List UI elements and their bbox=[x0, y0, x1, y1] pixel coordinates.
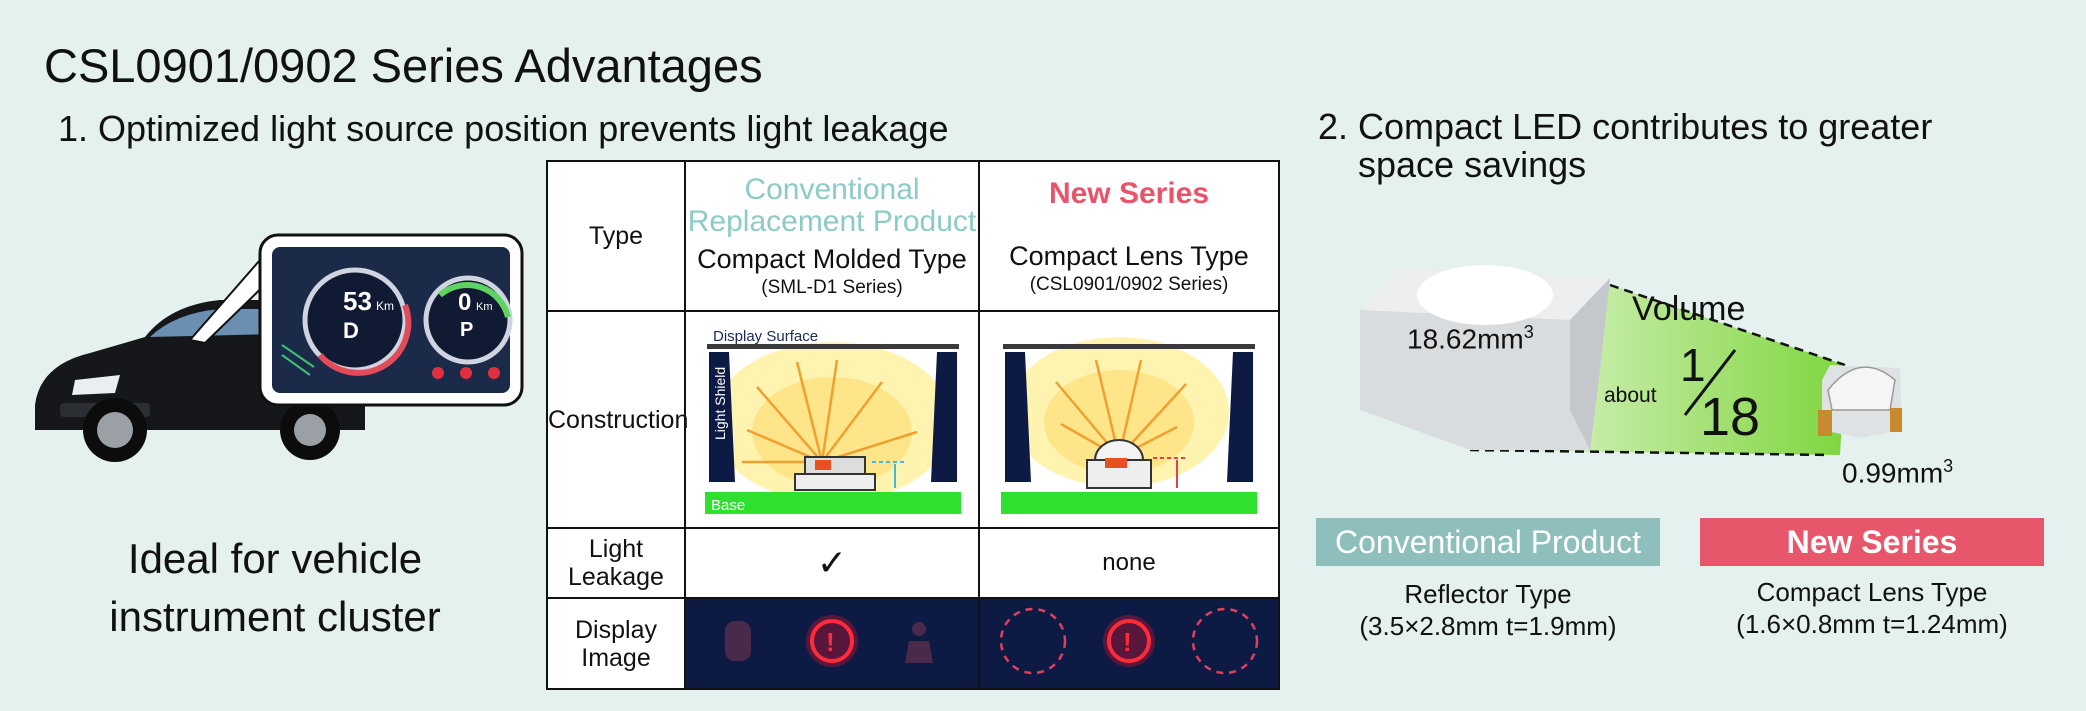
new-series-leakage: none bbox=[978, 527, 1280, 599]
conventional-construction-diagram: Display Surface Light Shield Base bbox=[705, 328, 961, 514]
section-2-line-2: space savings bbox=[1358, 144, 1587, 185]
row-label-display: Display Image bbox=[546, 597, 686, 690]
conventional-spec-dims: (3.5×2.8mm t=1.9mm) bbox=[1359, 611, 1617, 641]
comparison-table: Type Conventional Replacement Product Co… bbox=[546, 160, 1280, 690]
new-series-construction-cell bbox=[978, 310, 1280, 529]
conventional-spec-type: Reflector Type bbox=[1404, 579, 1572, 609]
page-title: CSL0901/0902 Series Advantages bbox=[44, 39, 763, 92]
ideal-caption: Ideal for vehicle instrument cluster bbox=[40, 530, 510, 646]
volume-label: Volume bbox=[1632, 290, 1746, 328]
table-row-construction: Construction Displa bbox=[546, 310, 1280, 529]
fraction-denominator: 18 bbox=[1700, 387, 1761, 447]
conventional-type: Compact Molded Type bbox=[697, 243, 967, 274]
seatbelt-icon bbox=[905, 641, 933, 663]
volume-comparison-illustration bbox=[1360, 265, 1902, 457]
row-label-construction: Construction bbox=[546, 310, 688, 529]
row-label-display-line-2: Image bbox=[581, 643, 651, 672]
conventional-type-cell: Conventional Replacement Product Compact… bbox=[684, 160, 980, 312]
table-row-display: Display Image ! ! bbox=[546, 597, 1280, 690]
cluster-speed-unit: Km bbox=[376, 299, 394, 313]
ideal-line-1: Ideal for vehicle bbox=[127, 535, 423, 582]
svg-text:!: ! bbox=[826, 627, 835, 657]
conventional-led-lens bbox=[1417, 265, 1553, 325]
conventional-spec-caption: Reflector Type (3.5×2.8mm t=1.9mm) bbox=[1316, 578, 1660, 642]
new-series-volume: 0.99mm3 bbox=[1842, 456, 1954, 489]
cluster-gear-left: D bbox=[343, 318, 359, 343]
new-series-construction-diagram bbox=[1001, 337, 1257, 514]
new-series-spec-caption: Compact Lens Type (1.6×0.8mm t=1.24mm) bbox=[1700, 576, 2044, 640]
brake-warning-icon-new bbox=[1107, 619, 1151, 663]
display-surface-label: Display Surface bbox=[713, 328, 818, 345]
light-shield-label: Light Shield bbox=[712, 367, 728, 440]
conventional-construction-cell: Display Surface Light Shield Base bbox=[684, 310, 980, 529]
new-series-badge: New Series bbox=[1700, 518, 2044, 566]
section-2-heading: 2. Compact LED contributes to greater sp… bbox=[1318, 108, 1932, 184]
fraction-slash bbox=[1683, 349, 1737, 416]
about-label: about bbox=[1604, 384, 1657, 407]
row-label-leakage-line-2: Leakage bbox=[568, 563, 664, 591]
conventional-display-image: ! bbox=[684, 597, 980, 690]
fraction-numerator: 1 bbox=[1680, 339, 1706, 391]
base-label: Base bbox=[711, 497, 745, 514]
brake-warning-icon bbox=[810, 619, 854, 663]
row-label-display-line-1: Display bbox=[575, 615, 657, 644]
table-row-type: Type Conventional Replacement Product Co… bbox=[546, 160, 1280, 312]
row-label-type: Type bbox=[546, 160, 686, 312]
conventional-header-line-2: Replacement Product bbox=[687, 204, 977, 238]
conventional-leakage: ✓ bbox=[684, 527, 980, 599]
row-label-leakage: Light Leakage bbox=[546, 527, 686, 599]
svg-text:!: ! bbox=[1123, 627, 1132, 657]
cluster-range: 0 bbox=[458, 289, 471, 316]
car-illustration: 53 Km D 0 Km P bbox=[35, 233, 524, 462]
conventional-volume: 18.62mm3 bbox=[1407, 322, 1534, 355]
section-1-heading: 1. Optimized light source position preve… bbox=[58, 108, 949, 149]
cluster-speed: 53 bbox=[343, 286, 372, 316]
new-series-display-svg: ! bbox=[999, 607, 1259, 675]
new-series-series: (CSL0901/0902 Series) bbox=[1029, 273, 1229, 295]
section-2-line-1: 2. Compact LED contributes to greater bbox=[1318, 106, 1933, 147]
ideal-line-2: instrument cluster bbox=[109, 593, 441, 640]
cluster-range-unit: Km bbox=[476, 301, 493, 313]
new-series-display-image: ! bbox=[978, 597, 1280, 690]
conventional-display-svg: ! bbox=[725, 615, 933, 667]
new-series-type: Compact Lens Type bbox=[1009, 240, 1249, 271]
table-row-leakage: Light Leakage ✓ none bbox=[546, 527, 1280, 599]
conventional-series: (SML-D1 Series) bbox=[761, 276, 903, 298]
conventional-header-line-1: Conventional bbox=[744, 172, 920, 206]
row-label-leakage-line-1: Light bbox=[588, 535, 644, 563]
new-series-header: New Series bbox=[1048, 176, 1210, 210]
new-series-spec-type: Compact Lens Type bbox=[1756, 577, 1988, 607]
new-series-type-cell: New Series Compact Lens Type (CSL0901/09… bbox=[978, 160, 1280, 312]
cluster-gear-right: P bbox=[460, 319, 473, 341]
conventional-product-badge: Conventional Product bbox=[1316, 518, 1660, 566]
new-series-spec-dims: (1.6×0.8mm t=1.24mm) bbox=[1736, 609, 2008, 639]
